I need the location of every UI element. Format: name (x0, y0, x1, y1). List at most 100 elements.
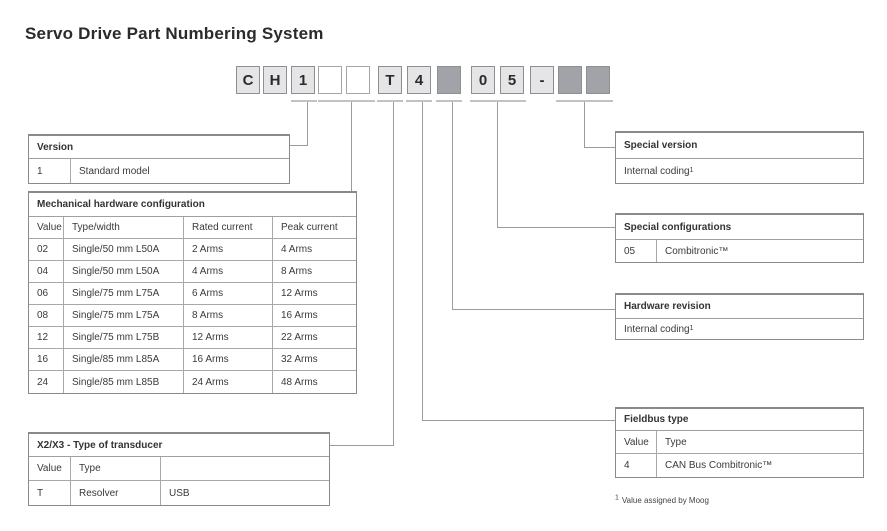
mechanical-config-table: Mechanical hardware configuration Value … (28, 191, 357, 394)
tick-special-version-bracket (556, 100, 613, 102)
table-cell: Single/75 mm L75B (64, 327, 184, 348)
connector-hardware-revision-horizontal (452, 309, 615, 310)
table-cell: 16 (29, 349, 64, 370)
table-cell: 4 (616, 454, 657, 477)
footnote-text: Value assigned by Moog (621, 496, 709, 505)
table-row: 06 Single/75 mm L75A 6 Arms 12 Arms (29, 283, 356, 305)
part-box-dash: - (530, 66, 554, 94)
table-cell: 8 Arms (184, 305, 273, 326)
table-cell: 4 Arms (184, 261, 273, 282)
table-cell: 4 Arms (281, 244, 313, 255)
table-row: 16 Single/85 mm L85A 16 Arms 32 Arms (29, 349, 356, 371)
table-cell: 16 Arms (184, 349, 273, 370)
fieldbus-table-title: Fieldbus type (616, 409, 863, 431)
connector-special-config-horizontal (497, 227, 615, 228)
table-cell: 24 (29, 371, 64, 393)
table-cell: Single/75 mm L75A (64, 305, 184, 326)
internal-coding-note: Internal coding (624, 165, 690, 177)
mechanical-config-table-title: Mechanical hardware configuration (29, 193, 356, 217)
connector-version-vertical (307, 102, 308, 145)
table-header-row: Value Type (29, 457, 329, 481)
table-cell: 04 (29, 261, 64, 282)
hardware-revision-table-title: Hardware revision (616, 295, 863, 319)
part-box-h: H (263, 66, 287, 94)
table-row: T Resolver USB (29, 481, 329, 505)
connector-fieldbus-horizontal (422, 420, 615, 421)
table-cell: USB (169, 487, 190, 499)
table-cell: 16 Arms (281, 310, 318, 321)
table-cell: 1 (29, 159, 71, 183)
table-cell: 2 Arms (184, 239, 273, 260)
column-header: Value (616, 431, 657, 453)
table-row: 4 CAN Bus Combitronic™ (616, 454, 863, 477)
connector-hardware-revision-vertical (452, 102, 453, 309)
table-row: 08 Single/75 mm L75A 8 Arms 16 Arms (29, 305, 356, 327)
connector-special-version-horizontal (584, 147, 615, 148)
column-header: Type (71, 457, 161, 480)
tick-fieldbus (406, 100, 432, 102)
column-header: Value (29, 457, 71, 480)
transducer-table-title: X2/X3 - Type of transducer (29, 434, 329, 457)
connector-version-horizontal (290, 145, 308, 146)
fieldbus-table: Fieldbus type Value Type 4 CAN Bus Combi… (615, 407, 864, 478)
column-header (161, 457, 329, 480)
table-row: 12 Single/75 mm L75B 12 Arms 22 Arms (29, 327, 356, 349)
table-cell: CAN Bus Combitronic™ (665, 460, 773, 471)
table-row: 02 Single/50 mm L50A 2 Arms 4 Arms (29, 239, 356, 261)
special-version-table-title: Special version (616, 133, 863, 159)
part-box-special-config-2: 5 (500, 66, 524, 94)
column-header: Type (665, 436, 687, 448)
table-cell: Combitronic™ (665, 245, 729, 257)
table-cell: Single/85 mm L85A (64, 349, 184, 370)
connector-transducer-horizontal (330, 445, 394, 446)
special-configurations-table-title: Special configurations (616, 215, 863, 240)
part-box-c: C (236, 66, 260, 94)
table-cell: 12 Arms (281, 288, 318, 299)
table-row: 04 Single/50 mm L50A 4 Arms 8 Arms (29, 261, 356, 283)
part-box-special-config-1: 0 (471, 66, 495, 94)
table-cell: 32 Arms (281, 354, 318, 365)
connector-fieldbus-vertical (422, 102, 423, 420)
column-header: Rated current (184, 217, 273, 238)
table-cell: 22 Arms (281, 332, 318, 343)
table-cell: Resolver (71, 481, 161, 505)
table-row: 1 Standard model (29, 159, 289, 183)
column-header: Peak current (281, 222, 338, 233)
part-box-special-version-1 (558, 66, 582, 94)
footnote-marker: 1 (615, 494, 619, 502)
table-cell: 48 Arms (281, 376, 318, 388)
tick-transducer (377, 100, 403, 102)
column-header: Value (29, 217, 64, 238)
part-box-mech-digit-2 (346, 66, 370, 94)
table-header-row: Value Type/width Rated current Peak curr… (29, 217, 356, 239)
column-header: Type/width (64, 217, 184, 238)
table-cell: 12 (29, 327, 64, 348)
table-cell: 06 (29, 283, 64, 304)
table-cell: 8 Arms (281, 266, 313, 277)
version-table: Version 1 Standard model (28, 134, 290, 184)
tick-version (291, 100, 317, 102)
connector-transducer-vertical (393, 102, 394, 445)
table-cell: 24 Arms (184, 371, 273, 393)
table-header-row: Value Type (616, 431, 863, 454)
internal-coding-note: Internal coding (624, 323, 690, 335)
part-box-special-version-2 (586, 66, 610, 94)
table-row: 05 Combitronic™ (616, 240, 863, 262)
table-cell: 02 (29, 239, 64, 260)
part-box-hardware-revision (437, 66, 461, 94)
table-row: 24 Single/85 mm L85B 24 Arms 48 Arms (29, 371, 356, 393)
part-box-version: 1 (291, 66, 315, 94)
table-cell: Single/50 mm L50A (64, 261, 184, 282)
part-box-fieldbus: 4 (407, 66, 431, 94)
table-cell: Single/85 mm L85B (64, 371, 184, 393)
connector-mech-vertical (351, 102, 352, 191)
table-cell: Single/50 mm L50A (64, 239, 184, 260)
table-cell: 05 (616, 240, 657, 262)
part-box-mech-digit-1 (318, 66, 342, 94)
